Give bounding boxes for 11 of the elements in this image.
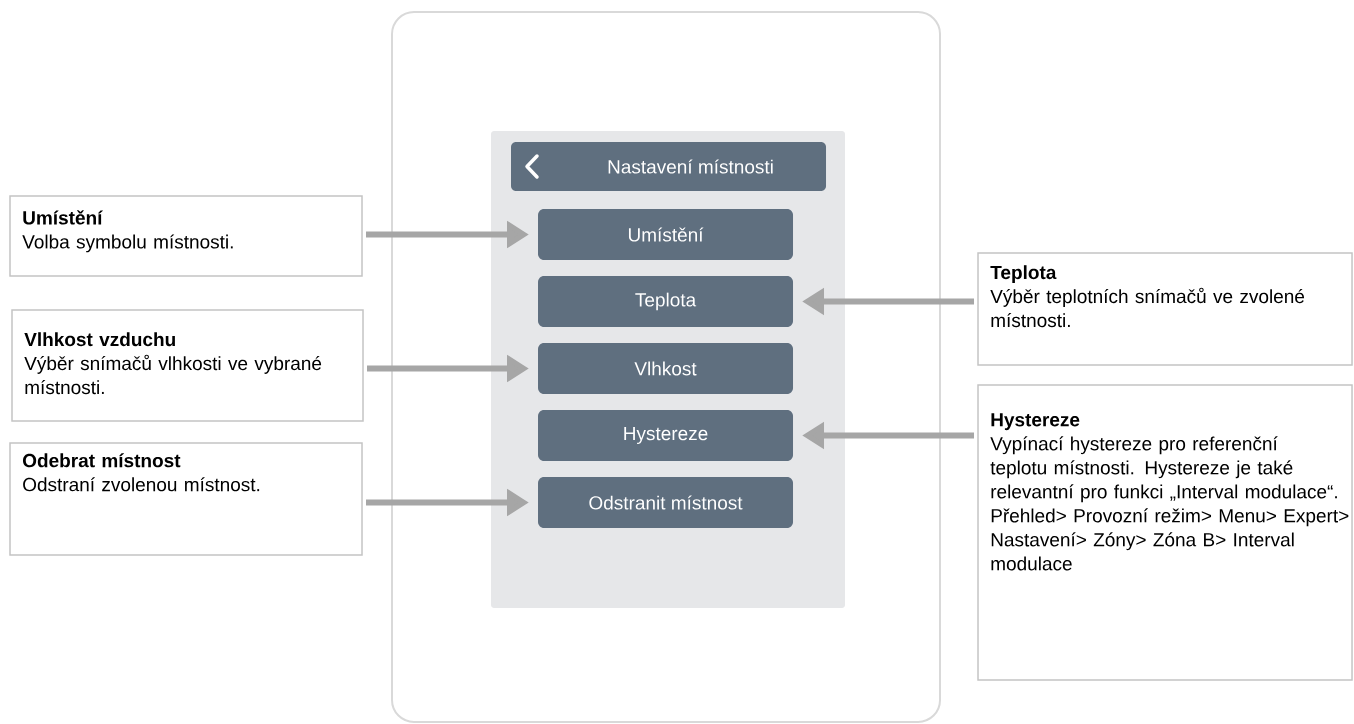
- menu-button: Vlhkost: [538, 343, 793, 394]
- menu-button: Hystereze: [538, 410, 793, 461]
- menu-button: Umístění: [538, 209, 793, 260]
- callout-box: Umístění Volba symbolu místnosti.: [9, 195, 363, 277]
- callout-box: Vlhkost vzduchu Výběr snímačů vlhkosti ve vybrané místnosti.: [11, 309, 364, 422]
- callout-box: Odebrat místnost Odstraní zvolenou místnost.: [9, 442, 363, 556]
- title-bar: Nastavení místnosti: [511, 142, 826, 191]
- menu-button: Odstranit místnost: [538, 477, 793, 528]
- menu-button: Teplota: [538, 276, 793, 327]
- callout-box: Teplota Výběr teplotních snímačů ve zvolené místnosti.: [977, 252, 1353, 366]
- callout-box: Hystereze Vypínací hystereze pro referenční teplotu místnosti. Hystereze je také relevantní pro funkci „Interval modulace“. Přehled> Provozní režim> Menu> Expert> Nastavení> Zóny> Zóna B> Interval modulace: [977, 384, 1353, 681]
